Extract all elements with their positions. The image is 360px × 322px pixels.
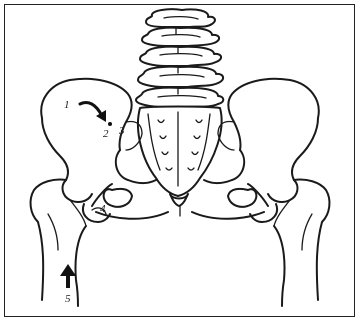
right-femur xyxy=(31,179,86,306)
up-arrow-icon xyxy=(60,264,76,288)
label-1: 1 xyxy=(64,99,70,111)
label-4: 4 xyxy=(100,203,106,215)
sacrum xyxy=(138,107,222,207)
curved-arrow-icon xyxy=(80,103,106,123)
left-femur xyxy=(274,179,329,306)
label-2: 2 xyxy=(103,128,109,140)
lumbar-spine xyxy=(136,9,223,107)
label-3: 3 xyxy=(118,125,125,137)
label-5: 5 xyxy=(65,293,71,305)
point-marker xyxy=(108,122,112,126)
